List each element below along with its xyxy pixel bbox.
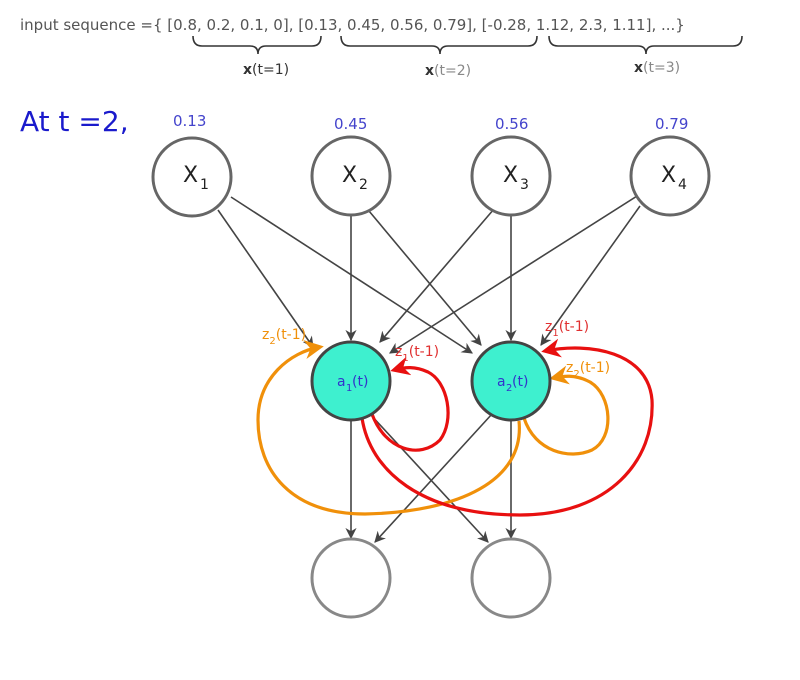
brace-t2 [340,35,538,55]
brace-t3 [548,35,743,55]
input-value-1: 0.13 [173,112,206,130]
svg-text:1: 1 [200,177,209,193]
brace-label-t2: x(t=2) [425,63,471,79]
output-node-1 [310,537,392,619]
output-node-2 [470,537,552,619]
label-z1-right: z1(t-1) [545,319,589,339]
hidden-node-a2: a 2 (t) [470,340,552,422]
svg-text:(t): (t) [352,374,368,390]
input-value-3: 0.56 [495,115,528,133]
input-node-x3: X 3 [470,135,552,217]
recurrent-z1-self [370,356,450,452]
label-z1-inner: z1(t-1) [395,344,439,364]
svg-text:(t): (t) [512,374,528,390]
input-node-x4: X 4 [629,135,711,217]
input-value-2: 0.45 [334,115,367,133]
svg-text:3: 3 [520,177,529,193]
input-sequence-text: input sequence ={ [0.8, 0.2, 0.1, 0], [0… [20,16,685,34]
svg-text:a: a [337,374,346,390]
svg-text:X: X [342,163,357,188]
input-node-x1: X 1 [151,136,233,218]
brace-label-t3: x(t=3) [634,60,680,76]
hidden-output-connections [345,413,517,543]
label-z2-left: z2(t-1) [262,327,306,347]
label-z2-inner: z2(t-1) [566,360,610,380]
svg-text:X: X [183,163,198,188]
svg-text:1: 1 [346,383,352,394]
svg-text:X: X [503,163,518,188]
input-node-x2: X 2 [310,135,392,217]
svg-text:X: X [661,163,676,188]
recurrent-z2-self [522,365,610,456]
svg-text:a: a [497,374,506,390]
input-hidden-connections [217,195,641,354]
brace-label-t1: x(t=1) [243,62,289,78]
diagram-title: At t =2, [20,105,129,138]
recurrent-z1-to-a2 [360,338,654,517]
svg-text:2: 2 [506,383,512,394]
brace-t1 [192,35,322,55]
input-value-4: 0.79 [655,115,688,133]
hidden-node-a1: a 1 (t) [310,340,392,422]
svg-text:2: 2 [359,177,368,193]
recurrent-z2-to-a1 [256,340,521,516]
svg-text:4: 4 [678,177,687,193]
